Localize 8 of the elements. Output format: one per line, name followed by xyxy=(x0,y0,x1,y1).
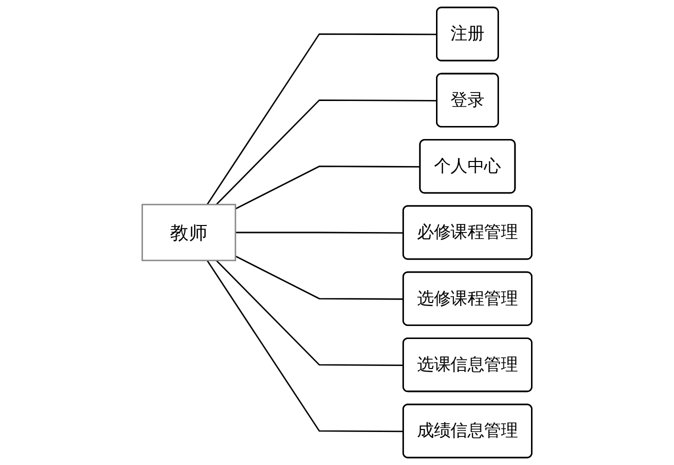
connector xyxy=(216,99,438,206)
node-box: 教师 xyxy=(142,204,236,262)
connector xyxy=(235,166,420,210)
connector xyxy=(235,232,404,234)
connector xyxy=(235,256,404,300)
connector xyxy=(206,260,404,432)
connector xyxy=(206,33,438,205)
connector xyxy=(216,260,404,366)
